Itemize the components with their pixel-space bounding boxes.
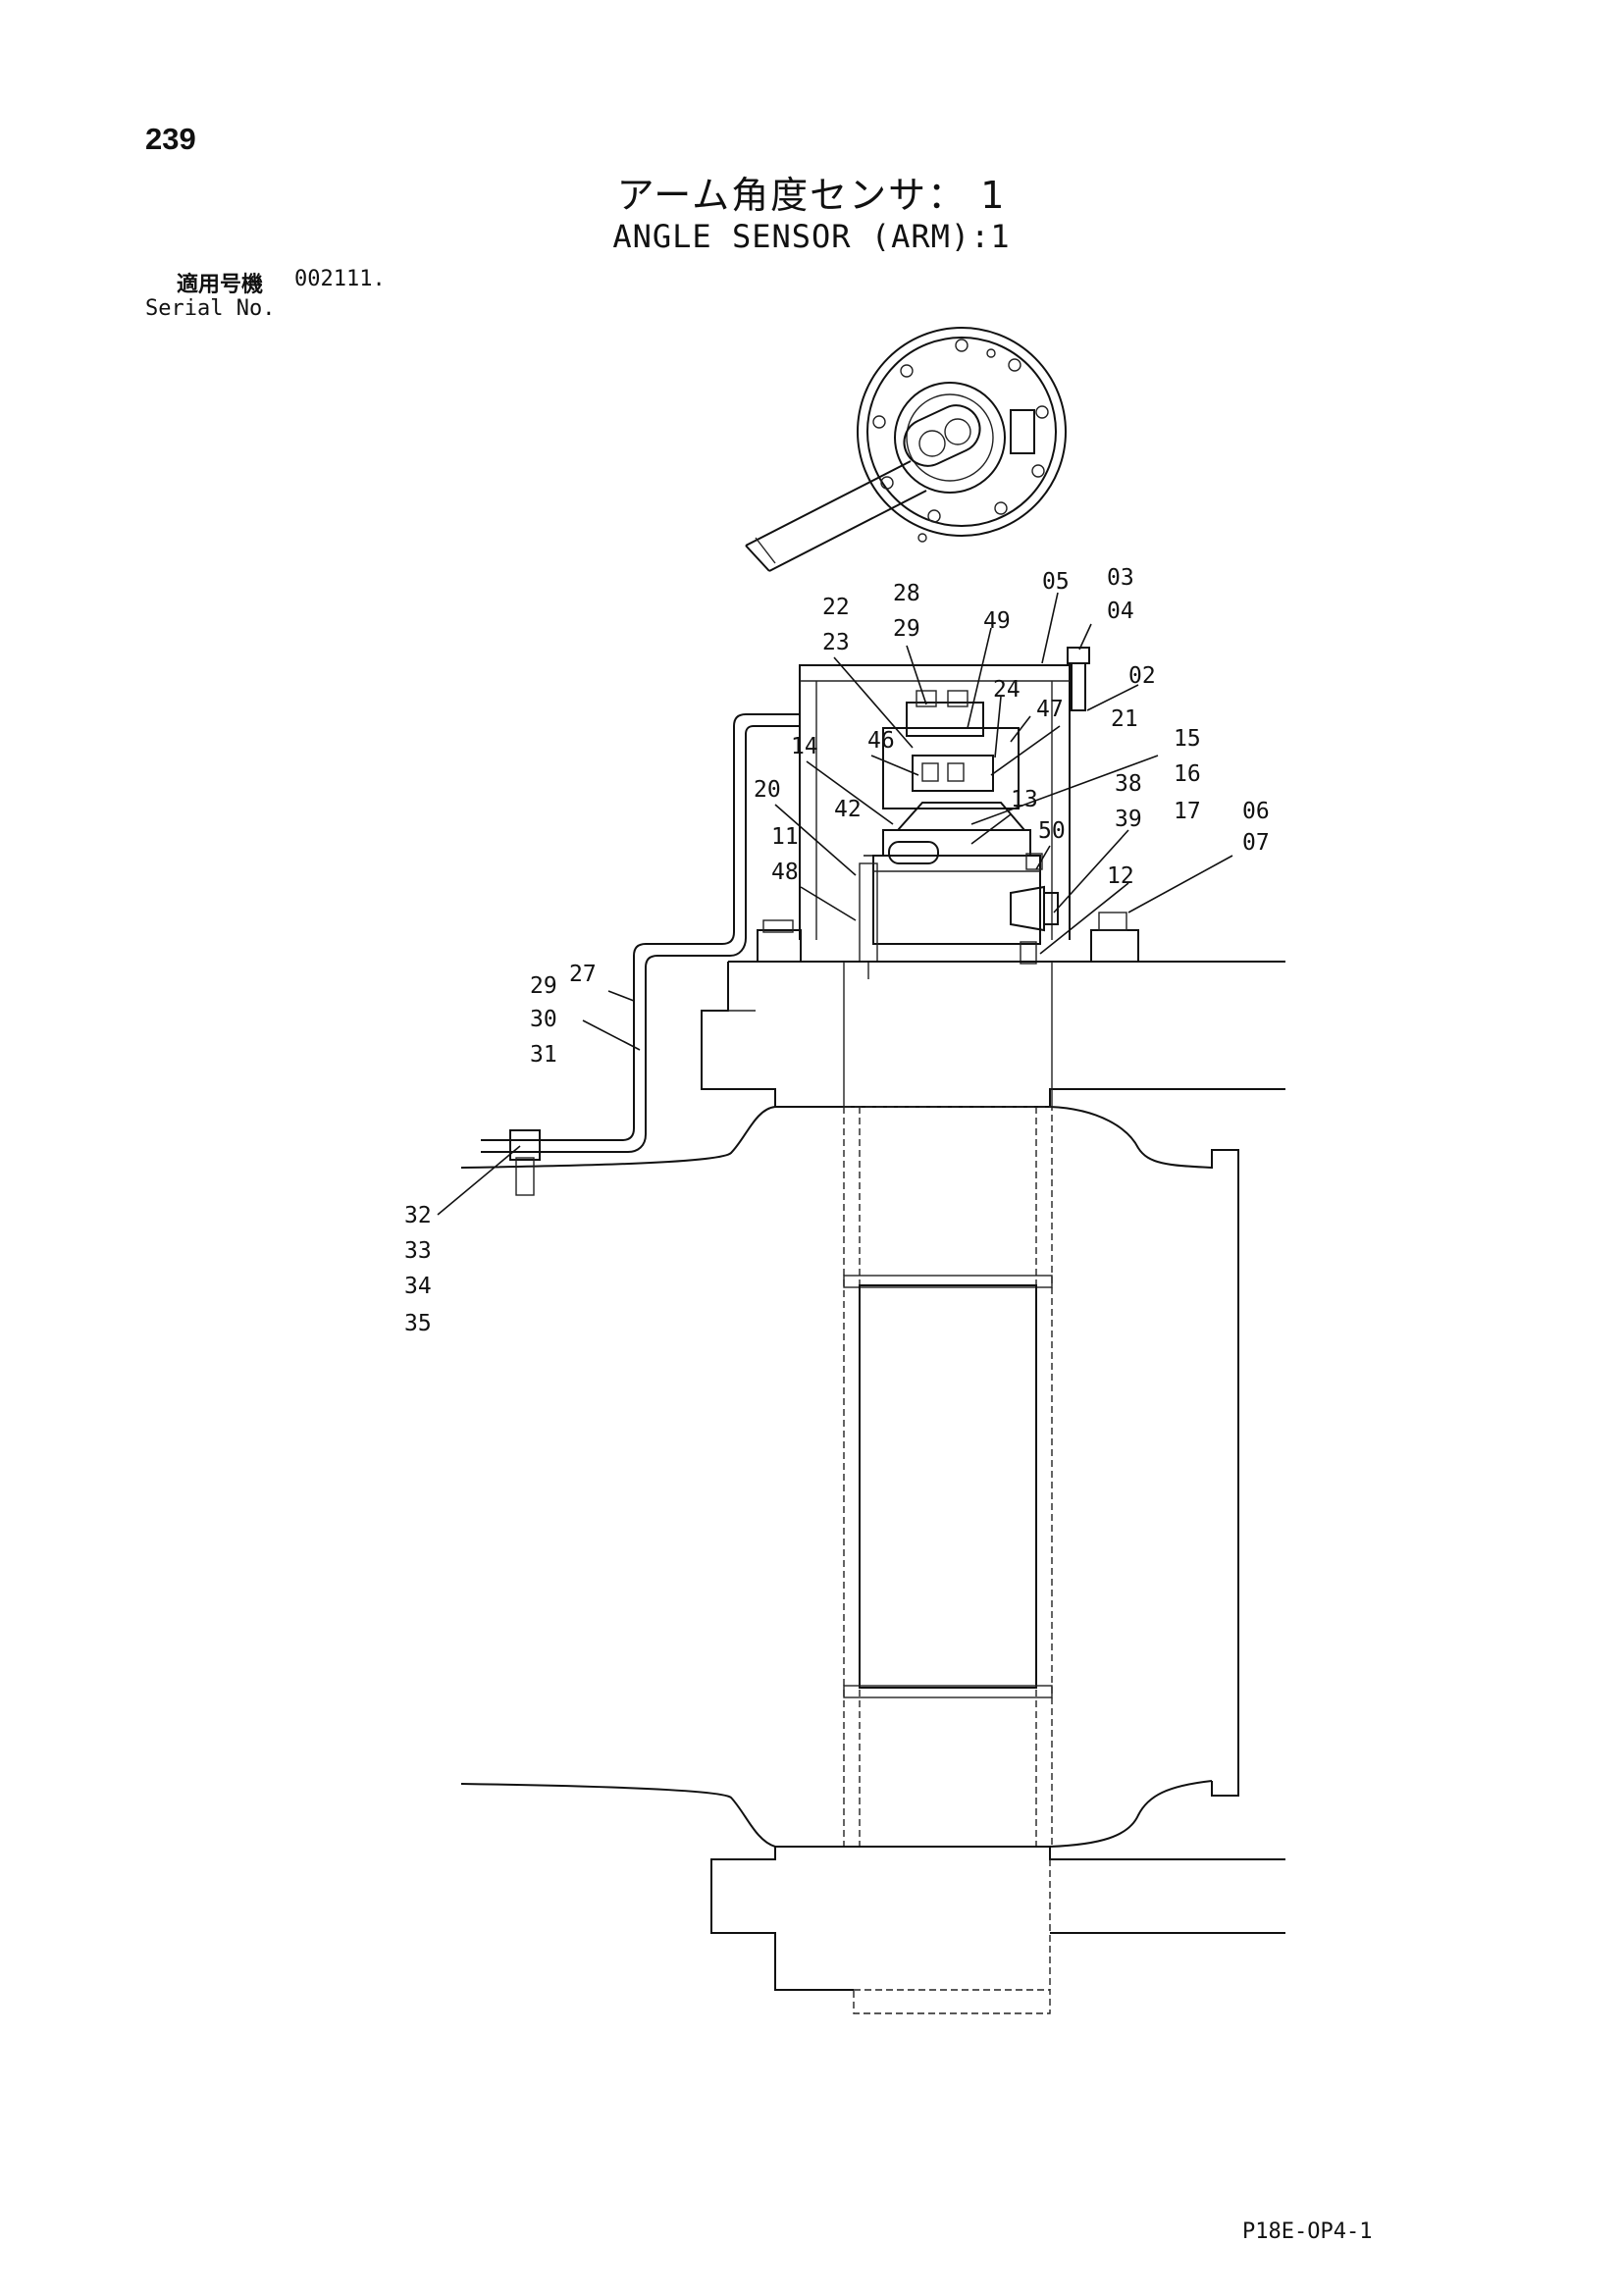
callout-05: 05 — [1042, 569, 1070, 595]
callout-29: 29 — [530, 973, 557, 999]
title-japanese: アーム角度センサ： 1 — [616, 174, 1007, 217]
document-code: P18E-OP4-1 — [1242, 2219, 1373, 2244]
callout-12: 12 — [1107, 863, 1134, 889]
page-number: 239 — [145, 122, 196, 156]
callout-23: 23 — [822, 630, 850, 655]
callout-22: 22 — [822, 595, 850, 620]
callout-49: 49 — [983, 608, 1011, 634]
callout-16: 16 — [1174, 761, 1201, 787]
callout-30: 30 — [530, 1007, 557, 1032]
callout-50: 50 — [1038, 818, 1066, 844]
callout-47: 47 — [1036, 697, 1064, 722]
callout-42: 42 — [834, 797, 862, 822]
callout-27: 27 — [569, 962, 597, 987]
callout-07: 07 — [1242, 830, 1270, 856]
callout-14: 14 — [791, 734, 818, 759]
leader-lines — [437, 592, 1233, 1216]
callout-13: 13 — [1011, 787, 1038, 812]
callout-20: 20 — [754, 777, 781, 803]
hose-27 — [481, 713, 800, 1196]
callout-21: 21 — [1111, 706, 1138, 732]
callout-31: 31 — [530, 1042, 557, 1068]
callout-11: 11 — [771, 824, 799, 850]
callout-34: 34 — [404, 1274, 432, 1299]
callout-28: 28 — [893, 581, 920, 606]
callout-32: 32 — [404, 1203, 432, 1228]
callout-15: 15 — [1174, 726, 1201, 752]
callout-29-top: 29 — [893, 616, 920, 642]
callout-06: 06 — [1242, 799, 1270, 824]
title-english: ANGLE SENSOR (ARM):1 — [612, 218, 1011, 255]
callout-33: 33 — [404, 1238, 432, 1264]
callout-labels: 03 04 05 28 29 22 23 49 02 24 47 21 46 1… — [404, 565, 1270, 1336]
callout-04: 04 — [1107, 599, 1134, 624]
callout-48: 48 — [771, 860, 799, 885]
callout-24: 24 — [993, 677, 1021, 703]
callout-46: 46 — [867, 728, 895, 754]
callout-35: 35 — [404, 1311, 432, 1336]
callout-39: 39 — [1115, 807, 1142, 832]
sensor-top-view — [745, 327, 1067, 572]
callout-38: 38 — [1115, 771, 1142, 797]
serial-label-japanese: 適用号機 — [177, 273, 264, 297]
arm-structure — [460, 912, 1285, 2014]
callout-17: 17 — [1174, 799, 1201, 824]
callout-02: 02 — [1128, 663, 1156, 689]
serial-number-value: 002111. — [294, 267, 386, 291]
serial-label-english: Serial No. — [145, 296, 276, 321]
callout-03: 03 — [1107, 565, 1134, 591]
